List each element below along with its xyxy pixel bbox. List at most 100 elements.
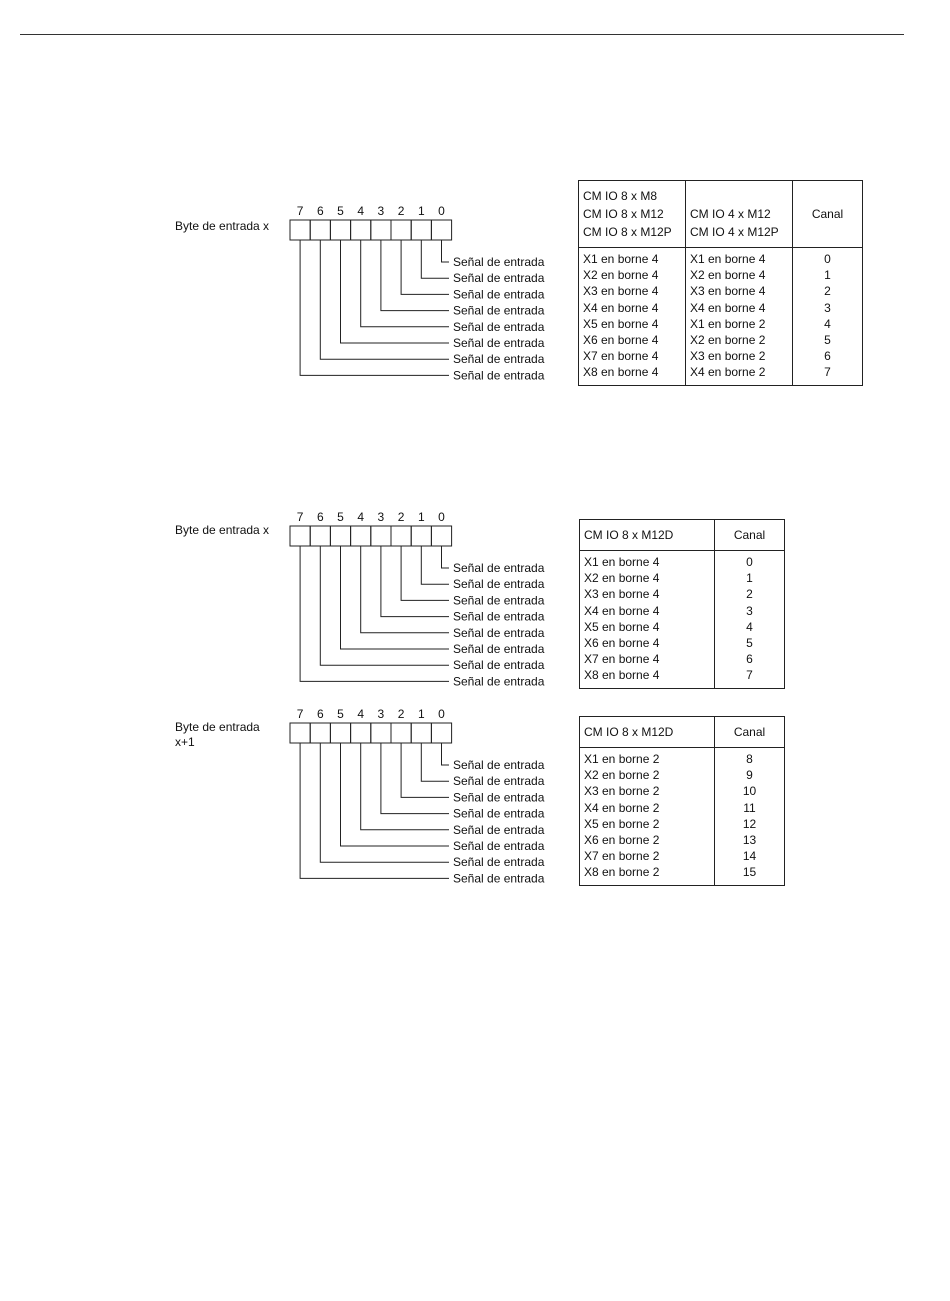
bit-cell <box>350 525 372 547</box>
bit-cell <box>289 525 311 547</box>
bit-cell <box>410 525 432 547</box>
terminal-cell: X2 en borne 4 <box>578 267 686 284</box>
bit-cell <box>430 219 453 241</box>
signal-label: Señal de entrada <box>453 626 545 640</box>
terminal-cell: X8 en borne 2 <box>579 864 715 886</box>
bit-number-label: 5 <box>337 204 344 218</box>
signal-wire <box>441 546 449 569</box>
channel-cell: 0 <box>714 550 785 571</box>
bit-cell <box>289 722 311 744</box>
bit-number-label: 6 <box>317 510 324 524</box>
signal-label: Señal de entrada <box>453 790 545 804</box>
channel-cell: 9 <box>714 767 785 784</box>
header-channel: Canal <box>714 519 785 551</box>
bit-cell <box>390 219 412 241</box>
bit-number-label: 4 <box>357 510 364 524</box>
signal-label: Señal de entrada <box>453 658 545 672</box>
signal-wire <box>420 743 449 782</box>
terminal-cell: X4 en borne 2 <box>579 799 715 816</box>
signal-label: Señal de entrada <box>453 593 545 607</box>
signal-label: Señal de entrada <box>453 807 545 821</box>
channel-cell: 3 <box>792 299 863 316</box>
terminal-cell: X6 en borne 4 <box>578 332 686 349</box>
table-header-row: CM IO 8 x M12D Canal <box>579 519 785 551</box>
bit-number-label: 0 <box>438 204 445 218</box>
mapping-table-1: CM IO 8 x M8 CM IO 8 x M12 CM IO 8 x M12… <box>578 180 863 386</box>
bit-number-label: 4 <box>357 707 364 721</box>
bit-number-label: 4 <box>357 204 364 218</box>
signal-label: Señal de entrada <box>453 610 545 624</box>
bit-number-label: 7 <box>297 707 304 721</box>
bit-cell <box>329 722 352 744</box>
signal-wire <box>299 240 449 376</box>
signal-label: Señal de entrada <box>453 871 545 883</box>
terminal-cell: X3 en borne 4 <box>685 283 793 300</box>
signal-label: Señal de entrada <box>453 823 545 837</box>
channel-cell: 2 <box>792 283 863 300</box>
bit-number-label: 1 <box>418 707 425 721</box>
channel-cell: 14 <box>714 848 785 865</box>
signal-label: Señal de entrada <box>453 304 545 318</box>
signal-wire <box>360 546 449 634</box>
signal-label: Señal de entrada <box>453 287 545 301</box>
signal-label: Señal de entrada <box>453 839 545 853</box>
header-channel: Canal <box>792 180 863 248</box>
terminal-cell: X1 en borne 2 <box>685 315 793 333</box>
channel-cell: 2 <box>714 586 785 603</box>
channel-cell: 12 <box>714 815 785 833</box>
signal-label: Señal de entrada <box>453 352 545 366</box>
signal-label: Señal de entrada <box>453 336 545 350</box>
header-module-8ch: CM IO 8 x M8 CM IO 8 x M12 CM IO 8 x M12… <box>578 180 686 248</box>
signal-wire <box>420 240 449 279</box>
signal-wire <box>400 546 449 601</box>
bit-number-label: 7 <box>297 510 304 524</box>
byte-label: Byte de entrada x <box>175 523 270 537</box>
channel-cell: 6 <box>714 651 785 668</box>
channel-cell: 7 <box>792 364 863 386</box>
bit-cell <box>289 219 311 241</box>
signal-label: Señal de entrada <box>453 561 545 575</box>
signal-wire <box>319 240 449 360</box>
signal-label: Señal de entrada <box>453 320 545 334</box>
terminal-cell: X1 en borne 4 <box>579 550 715 571</box>
channel-cell: 5 <box>792 332 863 349</box>
signal-wire <box>380 743 449 815</box>
signal-label: Señal de entrada <box>453 577 545 591</box>
channel-cell: 4 <box>714 618 785 636</box>
terminal-cell: X2 en borne 2 <box>685 332 793 349</box>
bit-cell <box>329 525 352 547</box>
signal-wire <box>360 240 449 328</box>
terminal-cell: X5 en borne 4 <box>578 315 686 333</box>
signal-wire <box>441 240 449 263</box>
signal-label: Señal de entrada <box>453 368 545 382</box>
bit-cell <box>410 219 432 241</box>
channel-cell: 11 <box>714 799 785 816</box>
terminal-cell: X7 en borne 2 <box>579 848 715 865</box>
signal-wire <box>380 546 449 618</box>
header-module-4ch: . CM IO 4 x M12 CM IO 4 x M12P <box>685 180 793 248</box>
channel-cell: 0 <box>792 247 863 268</box>
bit-cell <box>350 219 372 241</box>
terminal-cell: X3 en borne 2 <box>579 783 715 800</box>
terminal-cell: X4 en borne 2 <box>685 364 793 386</box>
signal-wire <box>319 546 449 666</box>
signal-wire <box>340 743 449 847</box>
bit-cell <box>390 525 412 547</box>
channel-cell: 10 <box>714 783 785 800</box>
terminal-cell: X7 en borne 4 <box>578 348 686 365</box>
terminal-cell: X1 en borne 4 <box>578 247 686 268</box>
bit-cell <box>370 219 392 241</box>
